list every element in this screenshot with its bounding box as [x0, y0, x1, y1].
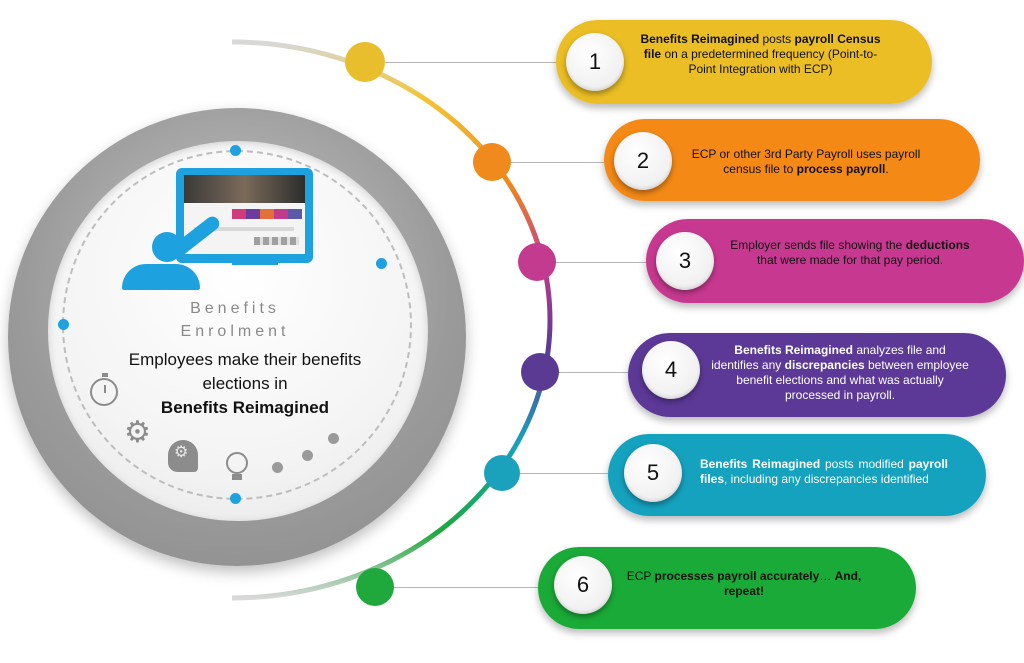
step-description: Benefits Reimagined analyzes file and id… — [710, 343, 970, 403]
grey-dot — [302, 450, 313, 461]
step-node — [521, 353, 559, 391]
step-number: 6 — [554, 556, 612, 614]
step-connector — [385, 62, 556, 63]
step-text: Employer sends file showing the — [730, 238, 906, 252]
step-description: ECP processes payroll accurately… And, r… — [624, 569, 864, 599]
step-text: between employee benefit elections and w… — [736, 358, 969, 402]
step-text-bold: Benefits Reimagined — [700, 457, 821, 471]
step-number: 4 — [642, 341, 700, 399]
step-number: 5 — [624, 444, 682, 502]
step-text: ECP — [626, 569, 655, 583]
step-text: that were made for that pay period. — [756, 253, 944, 267]
step-text: posts modified — [820, 457, 909, 471]
step-description: Benefits Reimagined posts modified payro… — [700, 457, 948, 487]
screen-stand — [232, 258, 278, 265]
gear-icon: ⚙ — [124, 416, 151, 449]
step-number: 2 — [614, 132, 672, 190]
circle-dot — [230, 145, 241, 156]
center-text-line2: elections in — [202, 374, 288, 393]
center-title-line2: Enrolment — [180, 323, 290, 340]
website-thumbnail — [184, 175, 305, 254]
stopwatch-icon — [90, 373, 118, 406]
step-connector — [559, 372, 628, 373]
step-text: posts — [759, 32, 795, 46]
person-head — [152, 232, 182, 262]
center-title: Benefits Enrolment — [150, 297, 320, 343]
step-text-bold: processes payroll accurately — [654, 569, 820, 583]
step-node — [356, 568, 394, 606]
person-body — [122, 264, 200, 290]
step-text-bold: process payroll — [796, 162, 886, 176]
step-number: 3 — [656, 232, 714, 290]
step-text: analyzes file and identifies any — [711, 343, 946, 372]
step-connector — [511, 162, 604, 163]
grey-dot — [328, 433, 339, 444]
center-text-bold: Benefits Reimagined — [160, 398, 330, 417]
screen-icon — [176, 168, 313, 263]
step-number: 1 — [566, 33, 624, 91]
center-text-line1: Employees make their benefits — [128, 350, 362, 369]
step-node — [518, 243, 556, 281]
step-text-bold: discrepancies — [784, 358, 865, 372]
center-description: Employees make their benefits elections … — [100, 348, 390, 420]
circle-dot — [230, 493, 241, 504]
head-gears-icon — [168, 440, 198, 472]
step-text-bold: Benefits Reimagined — [640, 32, 760, 46]
grey-dot — [272, 462, 283, 473]
circle-dot — [58, 319, 69, 330]
step-connector — [520, 473, 608, 474]
circle-dot — [376, 258, 387, 269]
center-title-line1: Benefits — [190, 300, 280, 317]
lightbulb-icon — [226, 452, 248, 480]
step-description: Benefits Reimagined posts payroll Census… — [638, 32, 883, 77]
step-node — [473, 143, 511, 181]
step-text-bold: deductions — [905, 238, 970, 252]
step-description: ECP or other 3rd Party Payroll uses payr… — [686, 147, 926, 177]
step-text-bold: And, repeat! — [723, 569, 862, 598]
step-text: on a predetermined frequency (Point-to-P… — [661, 47, 878, 76]
step-node — [484, 455, 520, 491]
step-text: ECP or other 3rd Party Payroll uses payr… — [691, 147, 921, 176]
step-connector — [394, 587, 538, 588]
step-text: … — [819, 569, 835, 583]
step-description: Employer sends file showing the deductio… — [730, 238, 970, 268]
step-text: . — [885, 162, 889, 176]
step-node — [345, 42, 385, 82]
step-text-bold: Benefits Reimagined — [734, 343, 853, 357]
step-text: , including any discrepancies identified — [724, 472, 929, 486]
step-connector — [556, 262, 646, 263]
step-text-bold: payroll files — [700, 457, 948, 486]
step-text-bold: payroll Census file — [643, 32, 881, 61]
